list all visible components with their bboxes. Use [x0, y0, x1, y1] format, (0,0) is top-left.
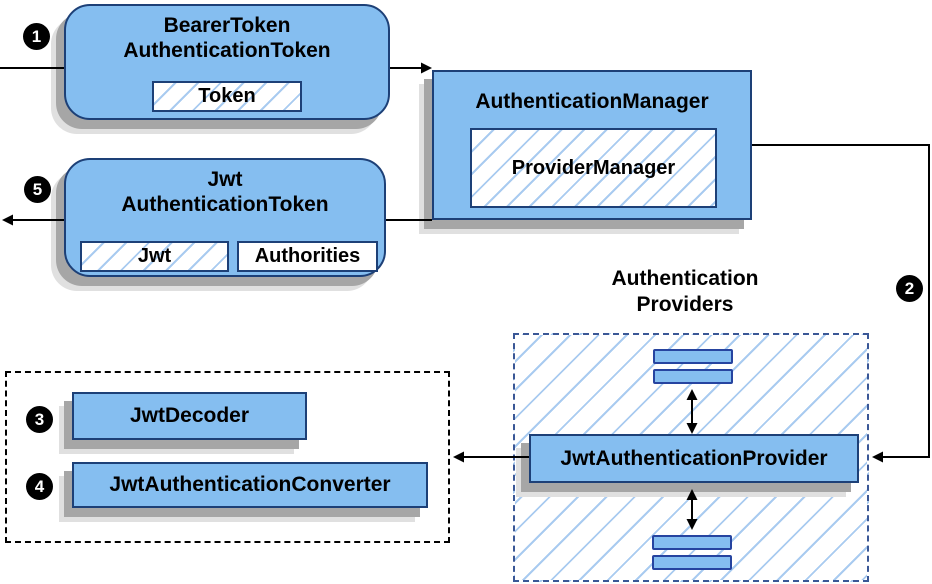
provider-stack-bar-top-2	[653, 369, 733, 384]
authorities-chip: Authorities	[237, 241, 378, 272]
bearer-token-title-line1: BearerToken	[163, 14, 291, 37]
authentication-providers-label: Authentication Providers	[535, 266, 835, 318]
provider-manager-chip: ProviderManager	[470, 128, 717, 208]
jwt-decoder-label: JwtDecoder	[129, 404, 250, 427]
jwt-authentication-provider-box: JwtAuthenticationProvider	[529, 434, 859, 483]
step-3-badge: 3	[26, 406, 53, 433]
provider-stack-bar-bottom-1	[652, 535, 732, 550]
step-1-badge: 1	[23, 23, 50, 50]
jwt-authentication-converter-box: JwtAuthenticationConverter	[72, 462, 428, 508]
jwt-authentication-token-box: Jwt AuthenticationToken Jwt Authorities	[64, 158, 386, 277]
token-chip: Token	[152, 81, 302, 112]
authentication-manager-box: AuthenticationManager ProviderManager	[432, 70, 752, 220]
bearer-to-manager-arrow	[390, 62, 432, 74]
authentication-manager-title: AuthenticationManager	[475, 90, 709, 113]
provider-stack-bar-top-1	[653, 349, 733, 364]
authentication-providers-label-line1: Authentication	[611, 267, 759, 290]
jwt-token-title-line2: AuthenticationToken	[121, 193, 329, 216]
jwt-authentication-converter-label: JwtAuthenticationConverter	[109, 473, 391, 496]
jwt-authentication-provider-label: JwtAuthenticationProvider	[560, 446, 828, 470]
jwt-authentication-token-title: Jwt AuthenticationToken	[66, 160, 384, 217]
jwt-token-title-line1: Jwt	[207, 168, 243, 191]
step-2-badge: 2	[896, 275, 923, 302]
jwt-token-out-arrow	[2, 214, 64, 226]
step-5-badge: 5	[24, 176, 51, 203]
bearer-token-title-line2: AuthenticationToken	[123, 39, 331, 62]
jwt-chip: Jwt	[80, 241, 229, 272]
jwt-helpers-group-box	[5, 371, 450, 543]
step-4-badge: 4	[26, 473, 53, 500]
bearer-token-authentication-token-box: BearerToken AuthenticationToken Token	[64, 4, 390, 120]
authentication-providers-label-line2: Providers	[636, 293, 734, 316]
provider-stack-bar-bottom-2	[652, 555, 732, 570]
jwt-decoder-box: JwtDecoder	[72, 392, 307, 440]
bearer-token-authentication-token-title: BearerToken AuthenticationToken	[66, 6, 388, 63]
